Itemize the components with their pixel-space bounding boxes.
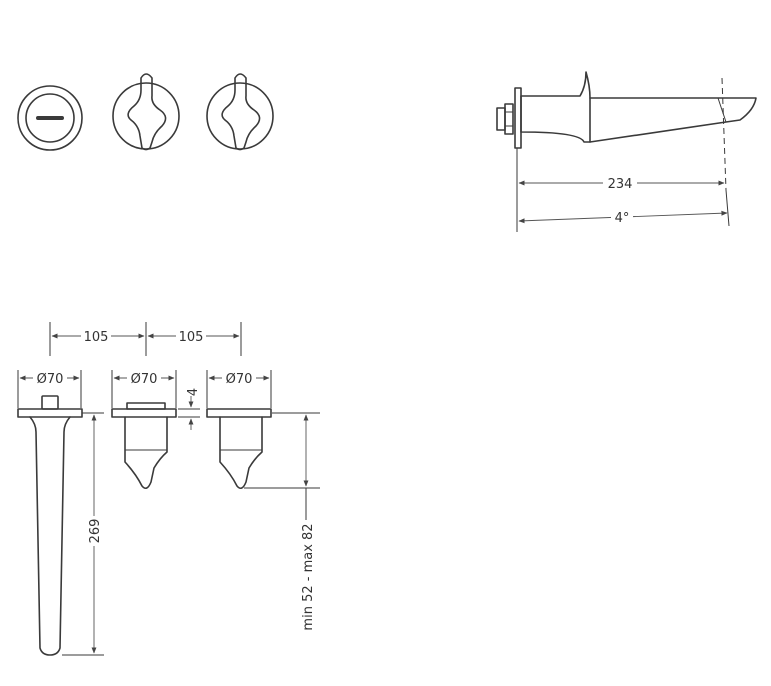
- spacing-right-label: 105: [179, 330, 204, 345]
- right-handle-diameter-label: Ø70: [226, 372, 253, 387]
- right-handle-front: [206, 73, 274, 151]
- front-view: [17, 73, 274, 151]
- spout-angle-label: 4°: [615, 211, 630, 226]
- left-handle-diameter-label: Ø70: [131, 372, 158, 387]
- right-handle-elevation: [206, 408, 272, 490]
- spout-rosette-front: [17, 85, 83, 151]
- spacing-left-label: 105: [84, 330, 109, 345]
- left-handle-elevation: [111, 402, 177, 490]
- spout-height-label: 269: [88, 519, 103, 544]
- left-handle-front: [112, 73, 180, 151]
- elevation-view: 105 105 Ø70 Ø70 Ø70 269: [17, 322, 320, 656]
- side-view: 234 4°: [496, 71, 757, 232]
- spout-length-label: 234: [608, 177, 633, 192]
- rosette-thickness-label: 4: [186, 388, 201, 396]
- spout-diameter-label: Ø70: [37, 372, 64, 387]
- handle-projection-label: min 52 - max 82: [301, 523, 316, 630]
- spout-elevation: [17, 395, 83, 656]
